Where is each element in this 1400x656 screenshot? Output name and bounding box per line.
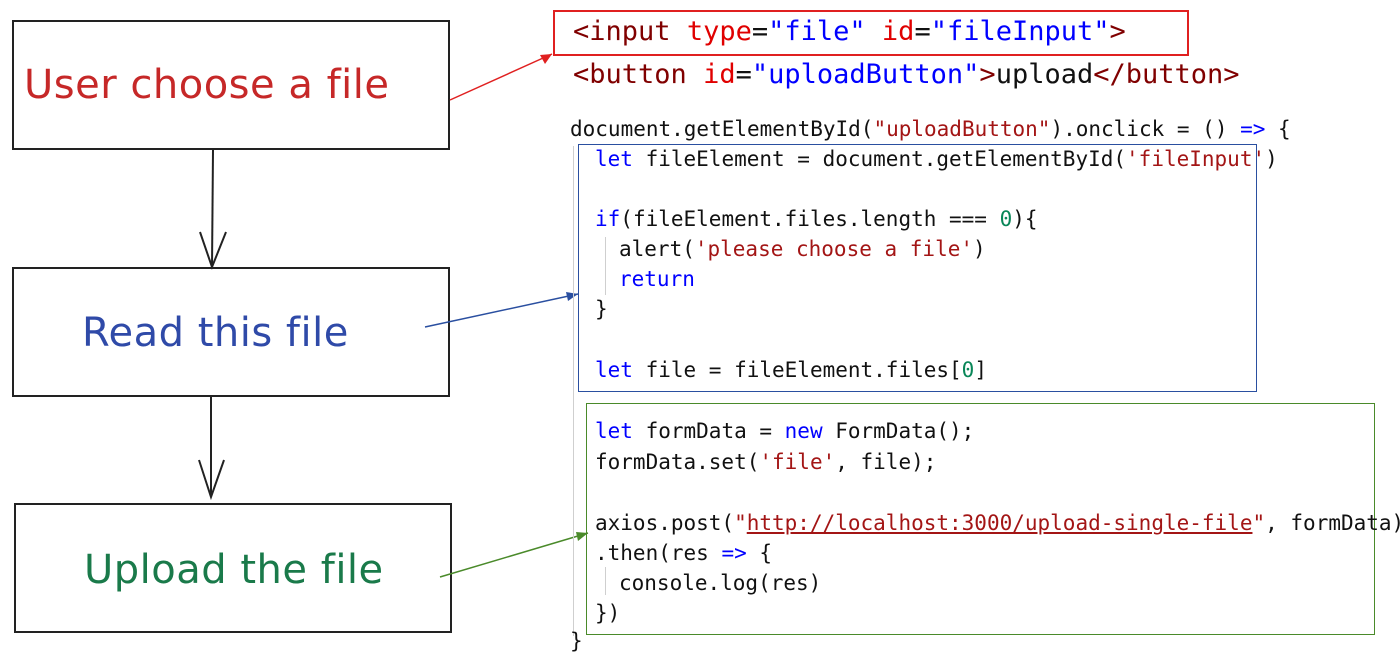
tok-l9a: formData.set(	[595, 450, 760, 474]
tok-l10b: , formData)	[1265, 511, 1400, 535]
flow-line-1	[211, 149, 214, 268]
tok-l4-str: 'please choose a file'	[694, 237, 974, 261]
code-line-console: console.log(res)	[619, 571, 821, 595]
tok-l7a: file = fileElement.files[	[632, 358, 962, 382]
tok-l8b: FormData();	[822, 419, 975, 443]
tok-l1-arrow: =>	[1240, 117, 1266, 141]
tok-l1a: document.getElementById(	[570, 117, 874, 141]
tok-l8a: formData =	[632, 419, 785, 443]
tok-l1-str: "uploadButton"	[873, 117, 1051, 141]
tok-l9b: , file);	[835, 450, 937, 474]
tok-l13: })	[595, 601, 621, 625]
step-label-upload: Upload the file	[84, 547, 384, 593]
code-line-file: let file = fileElement.files[0]	[595, 358, 987, 382]
pointer-red-head	[540, 54, 552, 64]
tok-type-attr: type	[686, 16, 752, 47]
code-line-if: if(fileElement.files.length === 0){	[595, 207, 1038, 231]
indent-guide-then	[605, 567, 606, 595]
pointer-blue-head	[566, 292, 578, 301]
step-label-choose: User choose a file	[24, 62, 390, 108]
tok-l11-arrow: =>	[721, 541, 747, 565]
pointer-blue	[424, 293, 579, 328]
tok-l7-kw: let	[595, 358, 633, 382]
pointer-green-head	[576, 532, 588, 541]
flow-arrowhead-2	[198, 459, 225, 501]
tok-l3-kw: if	[595, 207, 621, 231]
tok-button-close: >	[979, 59, 996, 90]
indent-guide-if	[605, 237, 606, 295]
tok-input-tag: <input	[573, 16, 671, 47]
tok-l4a: alert(	[619, 237, 695, 261]
tok-l9-str: 'file'	[759, 450, 836, 474]
tok-l2b: )	[1265, 147, 1278, 171]
step-label-read: Read this file	[82, 310, 349, 356]
tok-button-id-attr: id	[703, 59, 736, 90]
tok-id-value: "fileInput"	[930, 16, 1110, 47]
tok-l6: }	[595, 297, 608, 321]
step-box-read	[12, 267, 450, 397]
tok-id-attr: id	[881, 16, 915, 47]
tok-l2-kw: let	[595, 147, 633, 171]
tok-l8-kw: let	[595, 419, 633, 443]
pointer-green	[439, 532, 589, 578]
tok-l8-new: new	[784, 419, 823, 443]
upload-block-frame	[586, 403, 1375, 635]
step-box-choose	[12, 20, 450, 150]
flow-arrowhead-1	[199, 231, 227, 270]
tok-l10-q2: "	[1252, 511, 1266, 535]
tok-type-value: "file"	[768, 16, 866, 47]
tok-l2-str: 'fileInput'	[1126, 147, 1266, 171]
code-line-axios: axios.post("http://localhost:3000/upload…	[595, 511, 1400, 535]
input-highlight-frame	[553, 10, 1189, 56]
tok-button-text: upload	[995, 59, 1094, 90]
tok-l10-url: http://localhost:3000/upload-single-file	[746, 511, 1253, 535]
tok-button-id-value: "uploadButton"	[751, 59, 980, 90]
tok-l5-kw: return	[619, 267, 695, 291]
code-line-then-close: })	[595, 601, 620, 625]
tok-input-close: >	[1109, 16, 1126, 47]
tok-l4b: )	[973, 237, 986, 261]
step-box-upload	[14, 503, 452, 633]
tok-l2a: fileElement = document.getElementById(	[632, 147, 1127, 171]
tok-l3a: (fileElement.files.length ===	[620, 207, 1000, 231]
tok-l3-num: 0	[999, 207, 1013, 231]
tok-l11a: .then(res	[595, 541, 722, 565]
code-button-line: <button id="uploadButton">upload</button…	[573, 59, 1240, 90]
indent-guide-main	[573, 146, 574, 636]
tok-button-tag: <button	[573, 59, 687, 90]
read-block-frame	[578, 144, 1257, 392]
tok-l11b: {	[746, 541, 773, 565]
code-line-return: return	[619, 267, 695, 291]
code-line-formdata: let formData = new FormData();	[595, 419, 974, 443]
pointer-red	[449, 53, 553, 101]
tok-l14: }	[570, 629, 583, 653]
code-line-onclick: document.getElementById("uploadButton").…	[570, 117, 1291, 141]
tok-l1b: ).onclick = ()	[1050, 117, 1241, 141]
tok-l7b: ]	[974, 358, 987, 382]
code-line-onclick-close: }	[570, 629, 583, 653]
code-line-formdata-set: formData.set('file', file);	[595, 450, 936, 474]
tok-l7-num: 0	[961, 358, 975, 382]
tok-l12: console.log(res)	[619, 571, 822, 595]
code-line-fileelement: let fileElement = document.getElementByI…	[595, 147, 1278, 171]
code-line-then: .then(res => {	[595, 541, 772, 565]
tok-l3b: ){	[1012, 207, 1038, 231]
tok-button-end: </button>	[1093, 59, 1240, 90]
tok-l10a: axios.post(	[595, 511, 735, 535]
code-line-alert: alert('please choose a file')	[619, 237, 986, 261]
code-input-line: <input type="file" id="fileInput">	[573, 16, 1126, 47]
tok-l1c: {	[1265, 117, 1291, 141]
tok-l10-q1: "	[734, 511, 747, 535]
code-line-if-close: }	[595, 297, 608, 321]
